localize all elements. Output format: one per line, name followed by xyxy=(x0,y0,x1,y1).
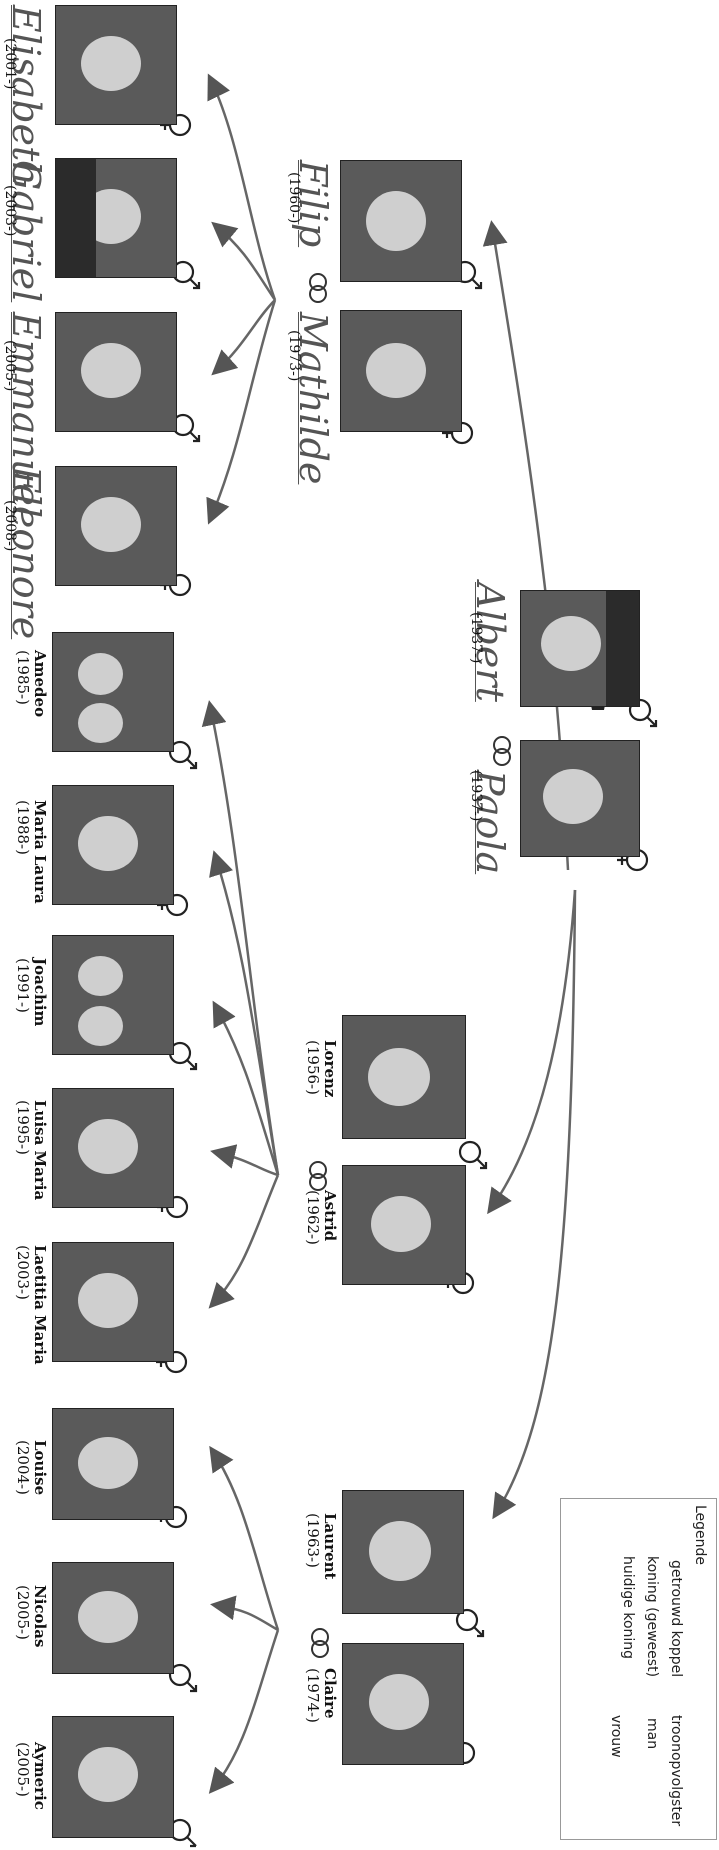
year-joachim: (1991-) xyxy=(14,958,32,1013)
name-elisabeth: Elisabeth xyxy=(4,5,48,186)
legend-box xyxy=(560,1498,717,1840)
legend-label-married: getrouwd koppel xyxy=(668,1560,684,1678)
photo-gabriel xyxy=(55,158,177,278)
label-joachim: Joachim(1991-) xyxy=(14,958,49,1027)
year-nicolas: (2005-) xyxy=(14,1585,32,1640)
name-astrid: Astrid xyxy=(321,1190,339,1242)
label-amedeo: Amedeo(1985-) xyxy=(14,650,49,718)
photo-laetitia-maria xyxy=(52,1242,174,1362)
photo-emmanuel xyxy=(55,312,177,432)
year-luisa-maria: (1995-) xyxy=(14,1100,32,1155)
name-eleonore: Eleonore xyxy=(4,466,48,640)
photo-mathilde xyxy=(340,310,462,432)
arrow-to-louise xyxy=(209,1445,280,1631)
married-couple-icon-filip-mathilde xyxy=(309,273,327,303)
legend-label-heir: troonopvolgster xyxy=(668,1715,684,1827)
photo-joachim xyxy=(52,935,174,1055)
name-louise: Louise xyxy=(31,1440,49,1496)
label-luisa-maria: Luisa Maria(1995-) xyxy=(14,1100,49,1201)
male-symbol-icon-lorenz xyxy=(458,1140,488,1170)
arrow-to-nicolas xyxy=(210,1595,279,1632)
name-lorenz: Lorenz xyxy=(321,1040,339,1098)
photo-paola xyxy=(520,740,640,857)
label-laurent: Laurent(1963-) xyxy=(304,1513,339,1580)
arrow-to-aymeric xyxy=(208,1629,280,1794)
name-aymeric: Aymeric xyxy=(31,1742,49,1810)
photo-louise xyxy=(52,1408,174,1520)
photo-nicolas xyxy=(52,1562,174,1674)
arrow-to-eleonore xyxy=(206,299,277,525)
year-filip: (1960-) xyxy=(286,172,302,224)
arrow-to-laurent xyxy=(492,889,577,1520)
legend-label-current-king: huidige koning xyxy=(620,1556,636,1660)
legend-label-woman: vrouw xyxy=(608,1715,624,1758)
photo-filip xyxy=(340,160,462,282)
arrow-to-joachim xyxy=(212,1000,280,1176)
photo-amedeo xyxy=(52,632,174,752)
photo-claire xyxy=(342,1643,464,1765)
arrow-to-maria-laura xyxy=(209,850,280,1176)
year-laetitia-maria: (2003-) xyxy=(14,1245,32,1300)
label-louise: Louise(2004-) xyxy=(14,1440,49,1496)
name-laetitia-maria: Laetitia Maria xyxy=(31,1245,49,1365)
year-laurent: (1963-) xyxy=(304,1513,322,1568)
legend-label-man: man xyxy=(644,1718,660,1750)
label-laetitia-maria: Laetitia Maria(2003-) xyxy=(14,1245,49,1365)
name-amedeo: Amedeo xyxy=(31,650,49,718)
year-louise: (2004-) xyxy=(14,1440,32,1495)
photo-astrid xyxy=(342,1165,466,1285)
arrow-to-laetitia-maria xyxy=(208,1174,280,1309)
photo-albert xyxy=(520,590,640,707)
male-symbol-icon-albert xyxy=(628,698,658,728)
arrow-to-gabriel xyxy=(211,221,277,301)
year-paola: (1937-) xyxy=(468,770,484,822)
label-maria-laura: Maria Laura(1988-) xyxy=(14,800,49,904)
name-laurent: Laurent xyxy=(321,1513,339,1580)
year-claire: (1974-) xyxy=(304,1668,322,1723)
photo-laurent xyxy=(342,1490,464,1614)
name-nicolas: Nicolas xyxy=(31,1585,49,1648)
name-claire: Claire xyxy=(321,1668,339,1719)
male-symbol-icon-amedeo xyxy=(168,740,198,770)
year-elisabeth: (2001-) xyxy=(2,38,18,90)
photo-aymeric xyxy=(52,1716,174,1838)
name-luisa-maria: Luisa Maria xyxy=(31,1100,49,1201)
year-maria-laura: (1988-) xyxy=(14,800,32,855)
year-aymeric: (2005-) xyxy=(14,1742,32,1797)
year-lorenz: (1956-) xyxy=(304,1040,322,1095)
legend-label-king: koning (geweest) xyxy=(644,1556,660,1678)
year-gabriel: (2003-) xyxy=(2,185,18,237)
label-aymeric: Aymeric(2005-) xyxy=(14,1742,49,1810)
year-eleonore: (2008-) xyxy=(2,500,18,552)
arrow-to-elisabeth xyxy=(207,73,277,301)
male-symbol-icon-nicolas xyxy=(168,1663,198,1693)
arrow-to-astrid xyxy=(487,889,577,1215)
year-amedeo: (1985-) xyxy=(14,650,32,705)
photo-eleonore xyxy=(55,466,177,586)
photo-elisabeth xyxy=(55,5,177,125)
name-joachim: Joachim xyxy=(31,958,49,1027)
year-albert: (1937-) xyxy=(468,612,484,664)
arrow-to-emmanuel xyxy=(211,299,276,376)
married-couple-icon-lorenz-astrid xyxy=(309,1161,327,1191)
year-mathilde: (1973-) xyxy=(286,330,302,382)
label-claire: Claire(1974-) xyxy=(304,1668,339,1723)
arrow-to-amedeo xyxy=(201,700,280,1176)
married-couple-icon-laurent-claire xyxy=(311,1628,329,1658)
male-symbol-icon-laurent xyxy=(455,1608,485,1638)
label-nicolas: Nicolas(2005-) xyxy=(14,1585,49,1648)
label-lorenz: Lorenz(1956-) xyxy=(304,1040,339,1098)
name-maria-laura: Maria Laura xyxy=(31,800,49,904)
year-emmanuel: (2005-) xyxy=(2,340,18,392)
photo-luisa-maria xyxy=(52,1088,174,1208)
photo-lorenz xyxy=(342,1015,466,1139)
married-couple-icon-albert-paola xyxy=(493,736,511,766)
label-astrid: Astrid(1962-) xyxy=(304,1190,339,1245)
photo-maria-laura xyxy=(52,785,174,905)
year-astrid: (1962-) xyxy=(304,1190,322,1245)
arrow-to-luisa-maria xyxy=(210,1144,279,1177)
legend-title: Legende xyxy=(692,1505,708,1566)
